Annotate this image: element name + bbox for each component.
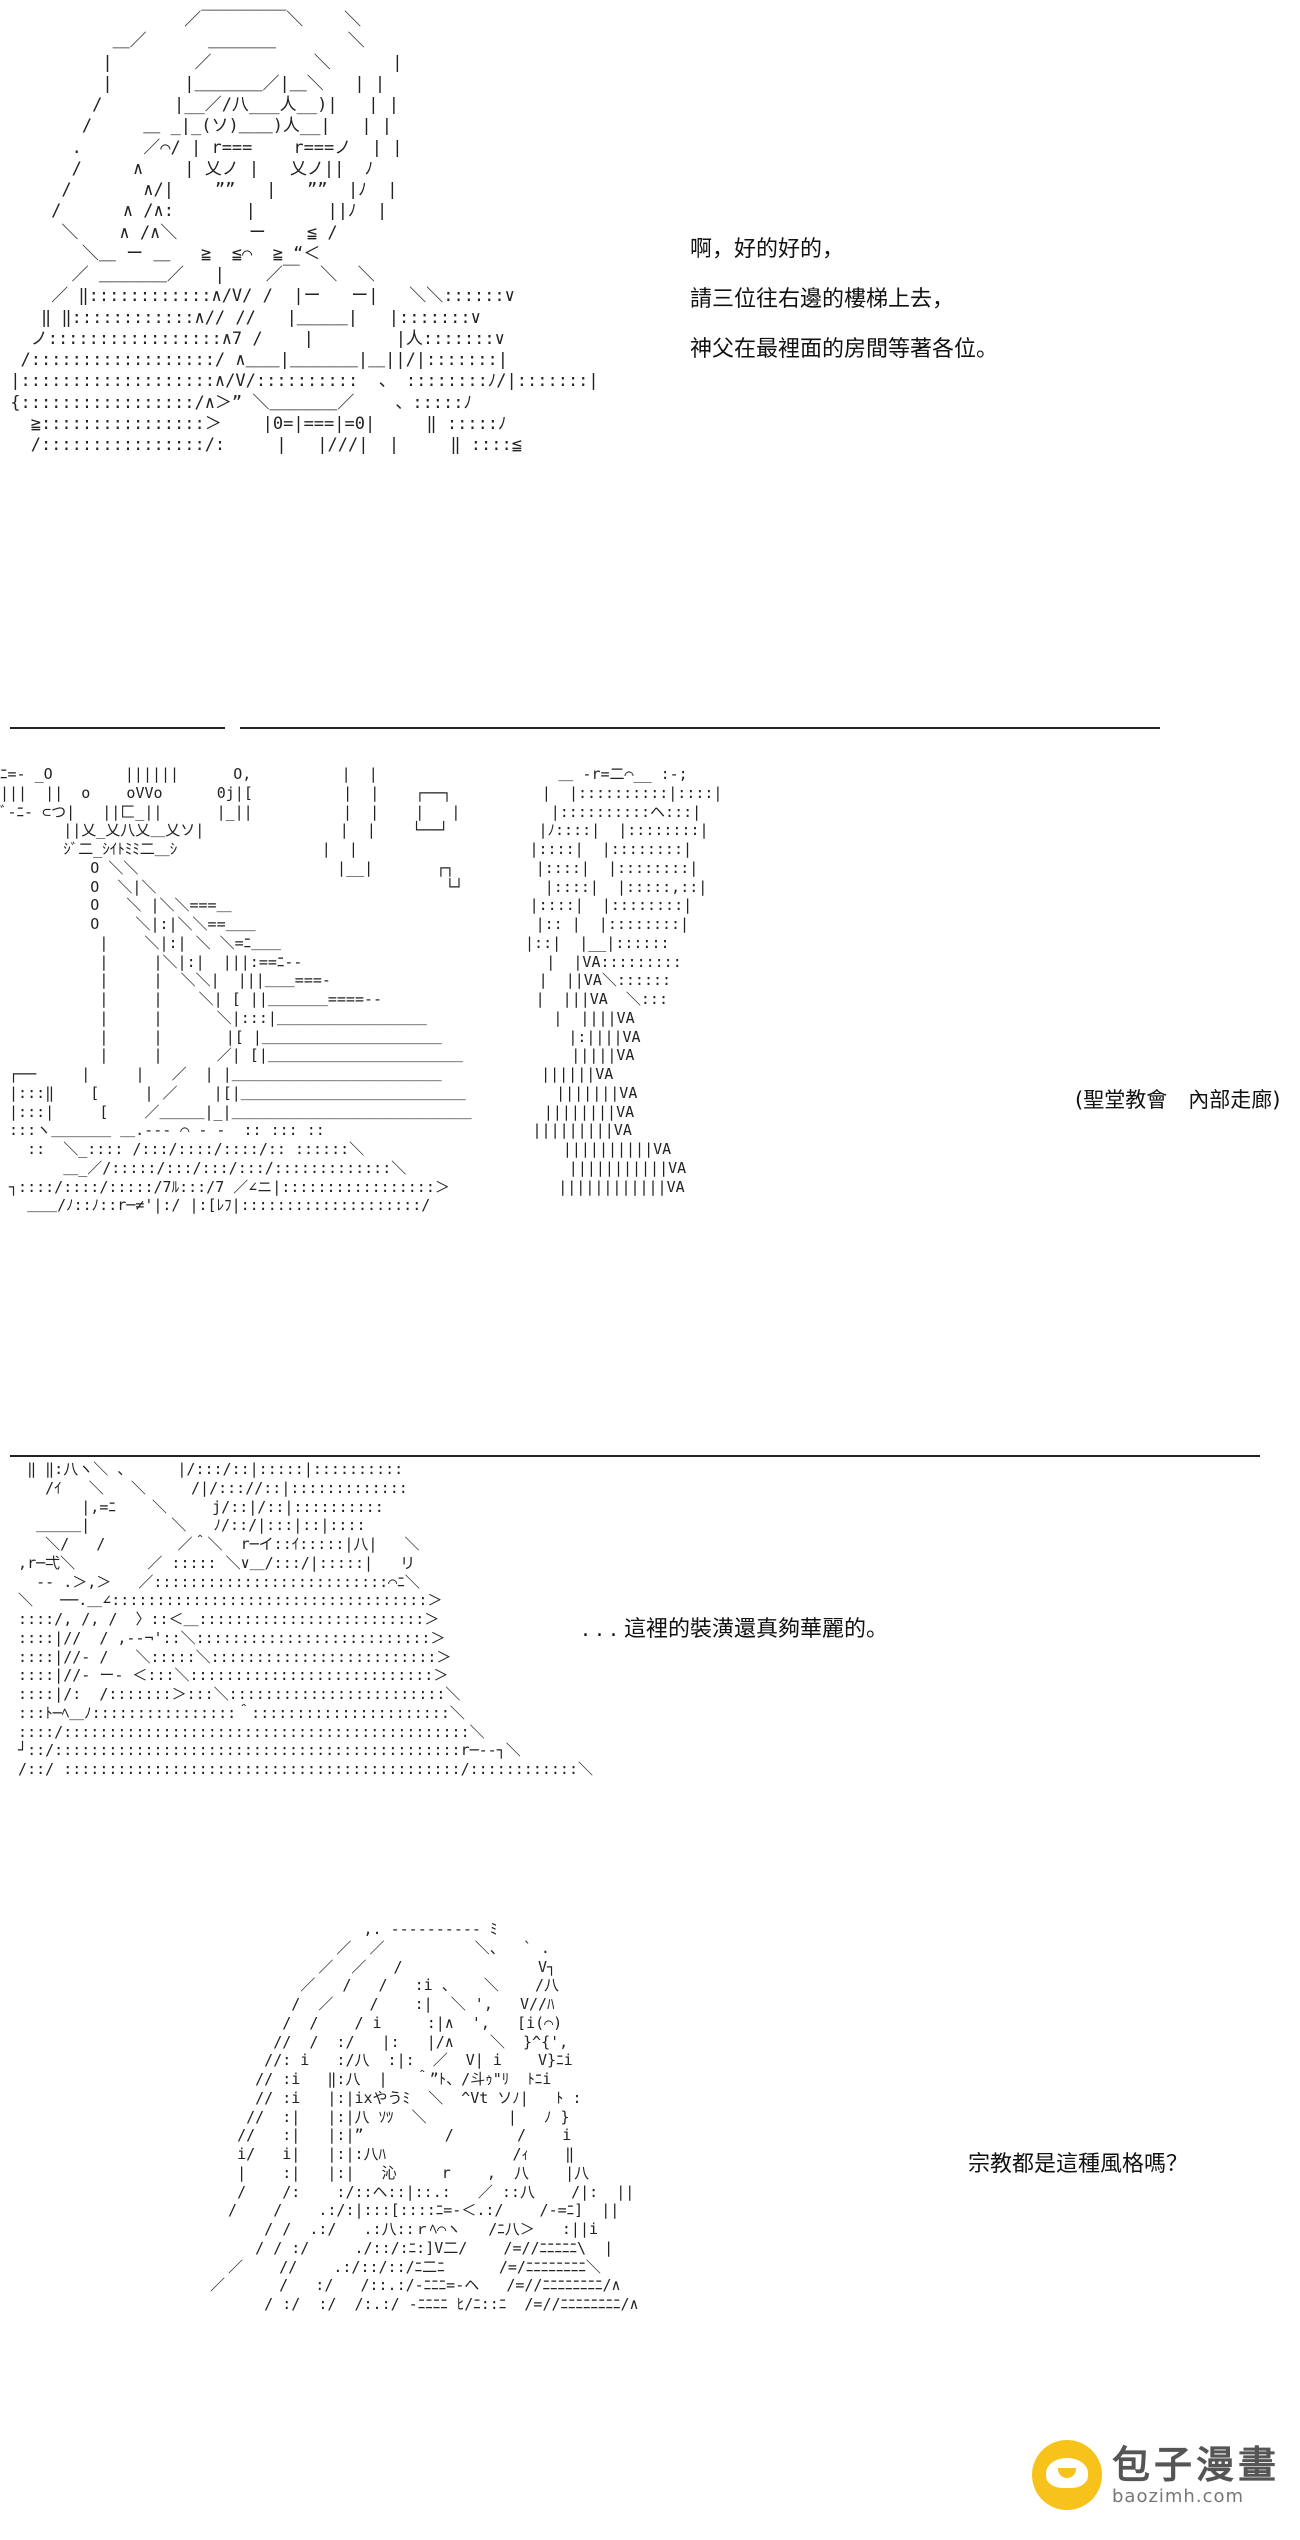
panel-4: ,. ‐‐‐‐‐‐‐‐‐‐ ﾐ ／ ／ ＼、 ` . ／ ／ / V┐ ／ / … xyxy=(0,1900,1300,2540)
panel-divider xyxy=(10,1455,1260,1457)
bun-icon xyxy=(1031,2440,1102,2510)
dialog-line: . . . 這裡的裝潢還真夠華麗的。 xyxy=(582,1617,888,1642)
watermark-title: 包子漫畫 xyxy=(1111,2442,1280,2487)
dialog-line: 請三位往右邊的樓梯上去， xyxy=(690,287,955,312)
panel-divider xyxy=(240,727,1160,729)
watermark-logo: 包子漫畫 baozimh.com xyxy=(1031,2440,1280,2510)
dialog-panel-1: 啊，好的好的， 請三位往右邊的樓梯上去， 神父在最裡面的房間等著各位。 xyxy=(690,225,998,375)
panel-3: ‖ ‖:八ヽ＼ 、 |/:::/::|:::::|:::::::::: /ｲ ＼… xyxy=(0,1460,1300,1900)
panel-divider xyxy=(10,727,225,729)
location-caption: (聖堂教會 內部走廊) xyxy=(1075,1088,1281,1112)
panel-1: ／￣￣￣￣￣＼ ＼ ＿／ ＿＿＿＿ ＼ | ／ ＼ | | |＿＿＿＿／|＿＼ … xyxy=(0,0,1300,700)
dialog-line: 啊，好的好的， xyxy=(690,237,845,262)
dialog-panel-4: 宗教都是這種風格嗎？ xyxy=(968,2140,1188,2190)
ascii-art-character-2: ‖ ‖:八ヽ＼ 、 |/:::/::|:::::|:::::::::: /ｲ ＼… xyxy=(18,1460,593,1778)
dialog-panel-3: . . . 這裡的裝潢還真夠華麗的。 xyxy=(582,1605,888,1655)
ascii-art-character-1: ／￣￣￣￣￣＼ ＼ ＿／ ＿＿＿＿ ＼ | ／ ＼ | | |＿＿＿＿／|＿＼ … xyxy=(10,10,599,455)
ascii-art-character-3: ,. ‐‐‐‐‐‐‐‐‐‐ ﾐ ／ ／ ＼、 ` . ／ ／ / V┐ ／ / … xyxy=(210,1920,639,2313)
dialog-line: 宗教都是這種風格嗎？ xyxy=(968,2152,1189,2177)
dialog-line: 神父在最裡面的房間等著各位。 xyxy=(690,337,999,362)
panel-2: ﾆ=- _O |||||| O, | | ＿ -r=二⌒__ :-; ||| |… xyxy=(0,735,1300,1455)
watermark-url: baozimh.com xyxy=(1111,2485,1245,2507)
ascii-art-church-staircase: ﾆ=- _O |||||| O, | | ＿ -r=二⌒__ :-; ||| |… xyxy=(0,765,723,1215)
